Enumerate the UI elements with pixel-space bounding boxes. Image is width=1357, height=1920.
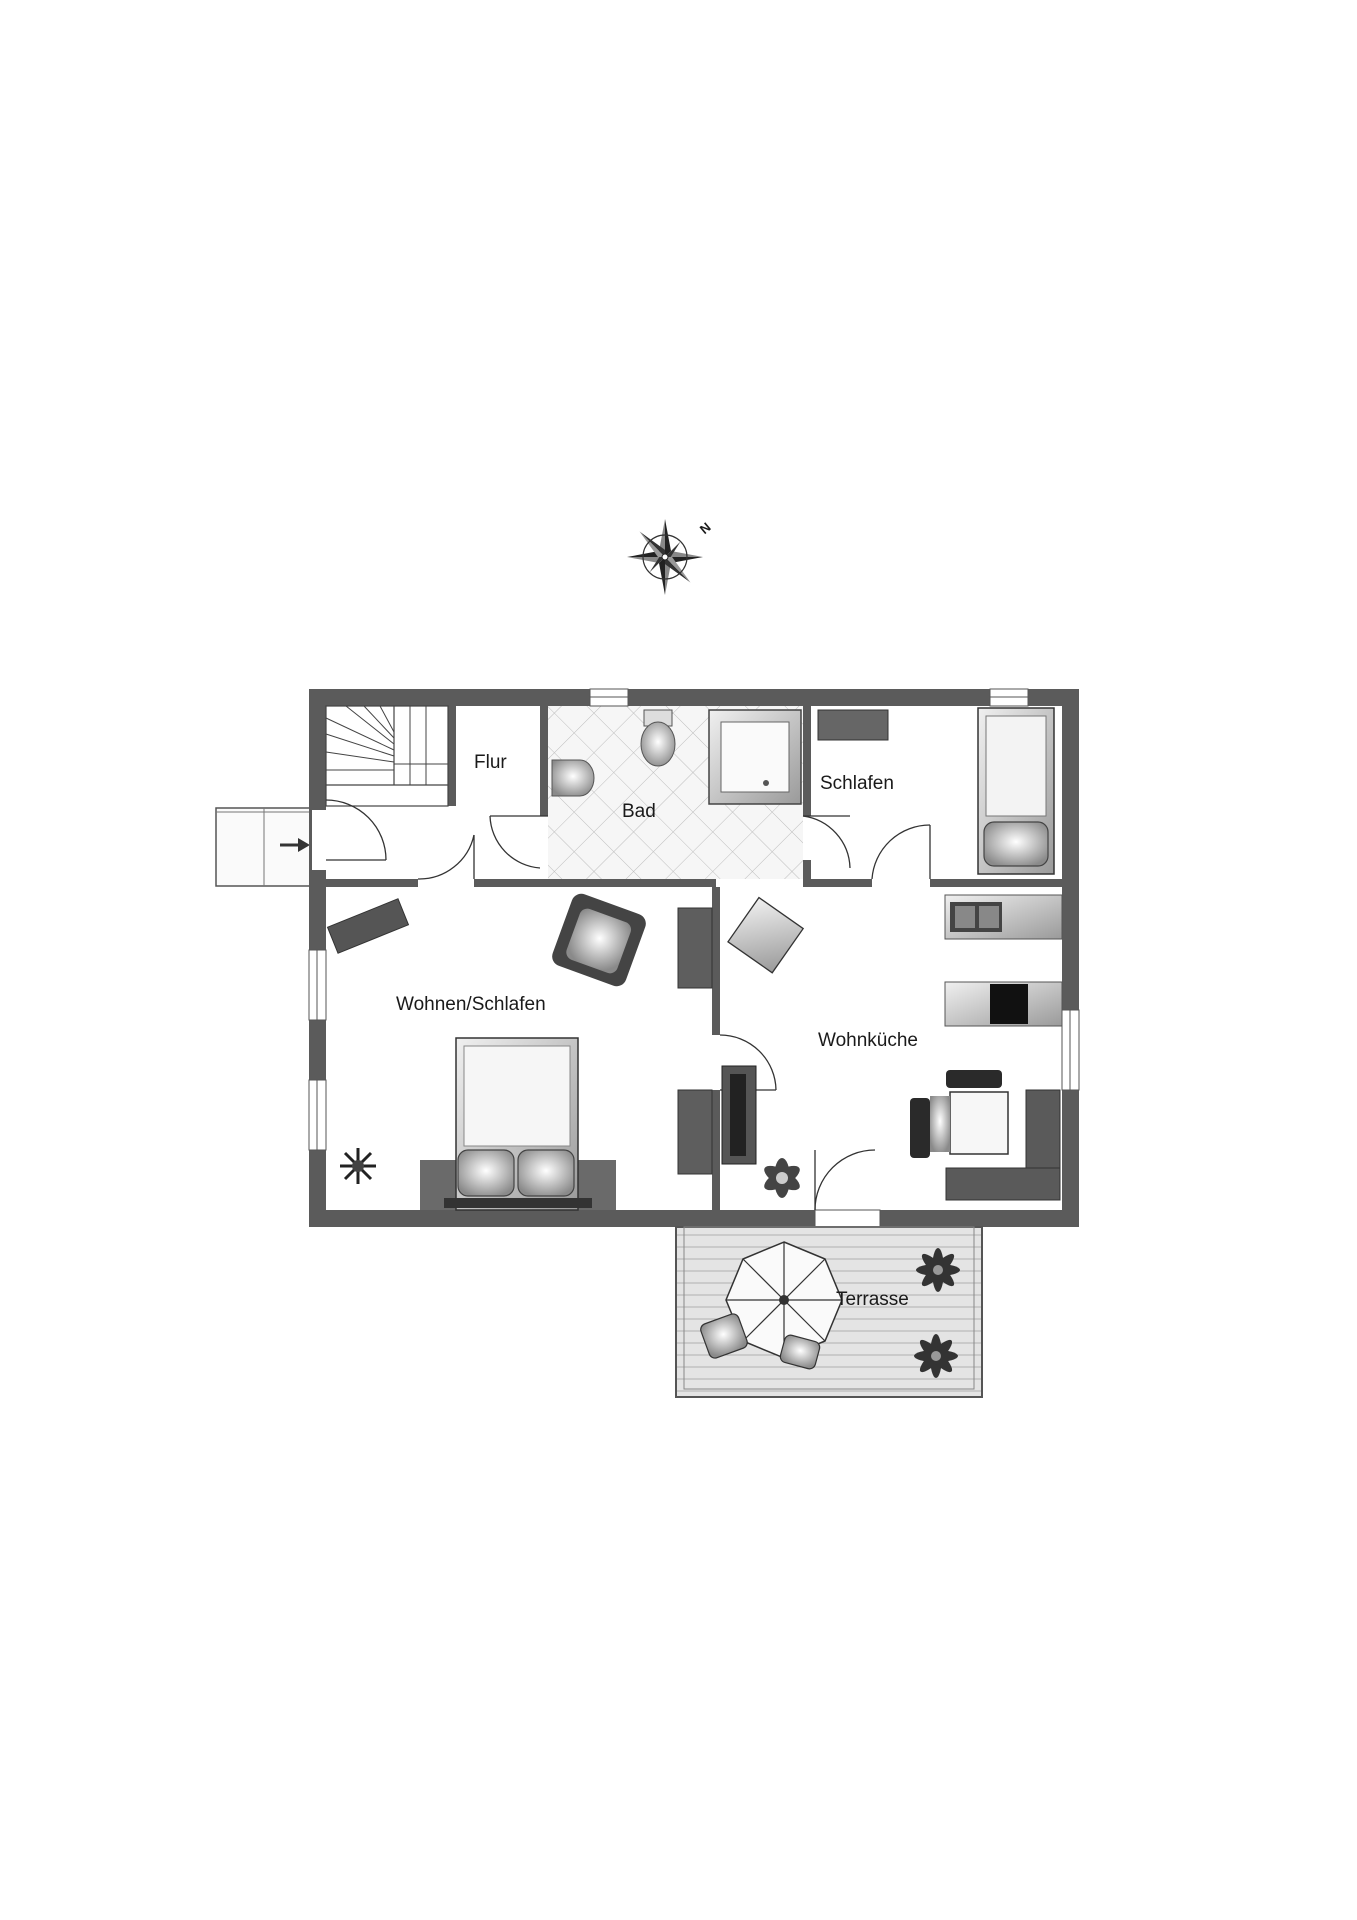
terrace-chair: [779, 1334, 821, 1370]
toilet-icon: [640, 709, 676, 767]
umbrella-icon: [725, 1241, 843, 1359]
tv-unit: [721, 1065, 757, 1165]
plant-icon: [914, 1334, 958, 1378]
room-label-bad: Bad: [622, 801, 656, 822]
shower-icon: [708, 709, 802, 805]
wohnen-cabinet: [677, 907, 713, 989]
staircase: [325, 705, 449, 807]
dining-table: [910, 1070, 1009, 1158]
armchair-icon: [552, 893, 646, 987]
double-bed: [420, 1037, 616, 1211]
sideboard: [326, 898, 410, 954]
room-label-schlafen: Schlafen: [820, 773, 894, 794]
compass-rose-icon: [627, 519, 703, 595]
entrance-steps: [215, 807, 311, 887]
wohnen-cabinet-lower: [677, 1089, 713, 1175]
terrace-chair: [700, 1313, 748, 1359]
kitchen-counter-stove: [944, 981, 1063, 1027]
entrance-arrow-icon: [280, 838, 310, 852]
windows: [308, 688, 1080, 1228]
compass-north-label: N: [697, 519, 714, 537]
room-label-terrasse: Terrasse: [836, 1289, 909, 1310]
wardrobe: [817, 709, 889, 741]
room-label-flur: Flur: [474, 752, 507, 773]
room-label-wohnkueche: Wohnküche: [818, 1030, 918, 1051]
single-bed: [977, 707, 1055, 875]
plant-icon: [916, 1248, 960, 1292]
sink-icon: [551, 759, 595, 797]
kitchen-counter-top: [944, 894, 1063, 940]
interior-walls: [326, 706, 1062, 1210]
plant-icon: [764, 1158, 800, 1198]
plant-icon: [340, 1148, 376, 1184]
bench: [945, 1089, 1061, 1201]
room-label-wohnen-schlafen: Wohnen/Schlafen: [396, 994, 546, 1015]
side-table: [727, 896, 805, 974]
